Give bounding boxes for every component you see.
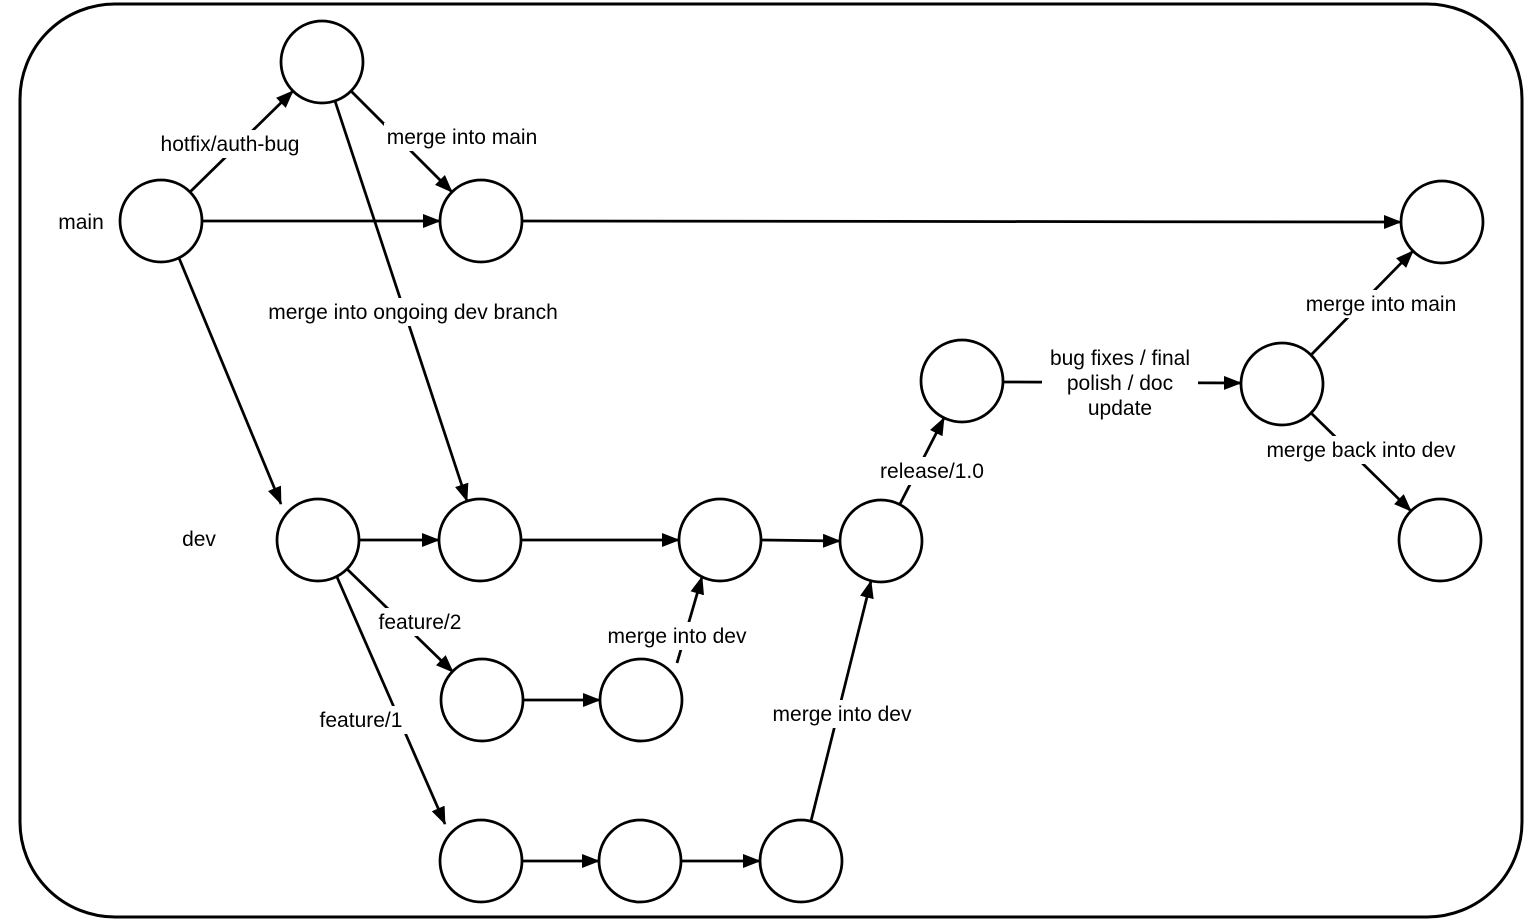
label-hotfix-branch: hotfix/auth-bug xyxy=(161,133,300,156)
label-bg-merge-back-into-dev xyxy=(1261,436,1461,464)
edges-layer xyxy=(177,90,1414,868)
commit-node-main-3 xyxy=(1399,179,1485,265)
commit-node-dev-2 xyxy=(437,497,523,583)
label-feature2: feature/2 xyxy=(379,611,462,634)
commit-node-feature2-1 xyxy=(439,657,525,743)
commit-node-main-2 xyxy=(438,178,524,264)
commit-node-feature1-3 xyxy=(758,818,844,904)
label-bg-merge-into-dev-branch xyxy=(261,298,565,326)
label-merge-into-main-top: merge into main xyxy=(387,126,538,149)
branch-label-main: main xyxy=(58,211,104,234)
label-bg-feature2 xyxy=(372,608,468,636)
commit-node-dev-4 xyxy=(838,498,924,584)
label-merge-into-dev-branch: merge into ongoing dev branch xyxy=(268,301,558,324)
label-bg-merge-into-dev-f1 xyxy=(769,700,915,728)
edge-main2-main3 xyxy=(521,214,1402,229)
label-backgrounds-layer xyxy=(152,123,1461,734)
commit-node-feature1-1 xyxy=(438,818,524,904)
label-bg-merge-into-main-top xyxy=(384,123,540,151)
labels-layer: main dev hotfix/auth-bug merge into main… xyxy=(58,126,1456,732)
edge-dev3-dev4 xyxy=(760,533,841,548)
label-merge-into-dev-f2: merge into dev xyxy=(608,625,747,648)
commit-node-main-1 xyxy=(118,178,204,264)
label-merge-into-dev-f1: merge into dev xyxy=(773,703,912,726)
label-bg-release-branch xyxy=(875,457,989,485)
commit-node-release-1 xyxy=(919,338,1005,424)
edge-dev1-feature1-1 xyxy=(335,576,447,825)
label-bg-release-work xyxy=(1042,344,1198,422)
commit-node-feature2-2 xyxy=(598,657,684,743)
diagram-border xyxy=(18,2,1524,919)
label-release-work-line2: polish / doc xyxy=(1067,372,1173,395)
label-release-work-line1: bug fixes / final xyxy=(1050,347,1190,370)
label-bg-merge-into-dev-f2 xyxy=(604,622,750,650)
commit-node-dev-5 xyxy=(1397,497,1483,583)
commit-node-hotfix-1 xyxy=(279,19,365,105)
edge-main1-dev1 xyxy=(177,257,283,505)
edge-feature2-2-dev3 xyxy=(675,576,704,664)
branch-label-dev: dev xyxy=(182,528,216,551)
commit-node-dev-1 xyxy=(275,497,361,583)
label-bg-merge-into-main-right xyxy=(1303,290,1459,318)
label-feature1: feature/1 xyxy=(320,709,403,732)
label-bg-hotfix-branch xyxy=(152,130,308,158)
label-release-branch: release/1.0 xyxy=(880,460,984,483)
commit-node-dev-3 xyxy=(677,497,763,583)
label-merge-back-into-dev: merge back into dev xyxy=(1266,439,1456,462)
nodes-layer xyxy=(118,19,1485,904)
commit-node-feature1-2 xyxy=(597,818,683,904)
commit-node-release-2 xyxy=(1239,341,1325,427)
label-release-work-line3: update xyxy=(1088,397,1152,420)
label-bg-feature1 xyxy=(313,706,409,734)
label-merge-into-main-right: merge into main xyxy=(1306,293,1457,316)
